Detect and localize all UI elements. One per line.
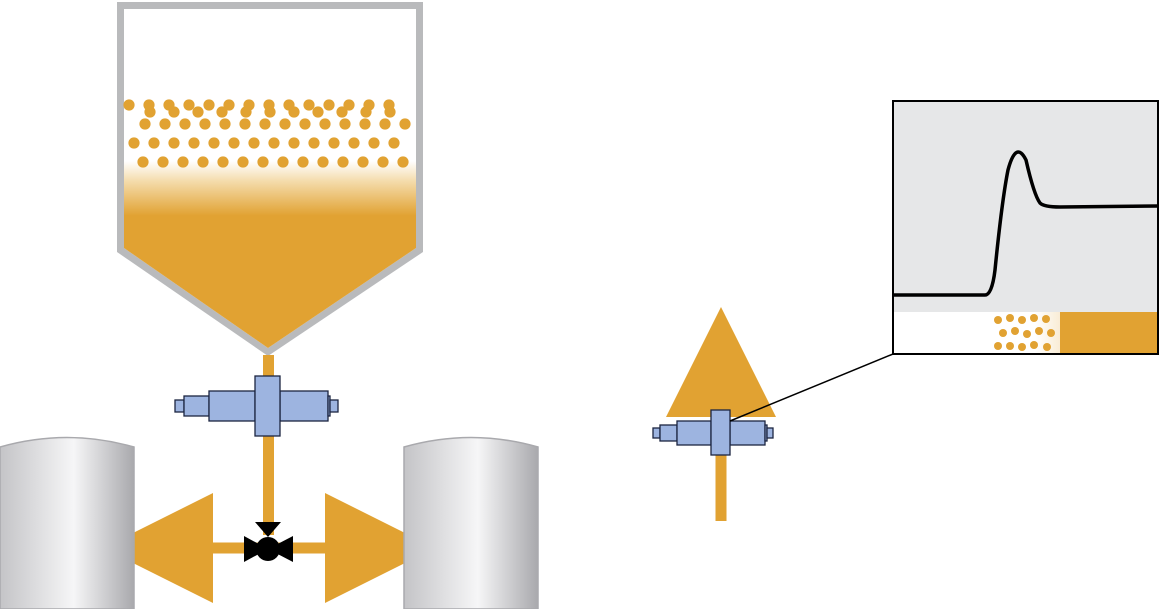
flow-sensor-icon [174,375,339,437]
hopper-particle [237,156,249,168]
hopper-particle [317,156,329,168]
chart-particle [1011,327,1019,335]
chart-particle [1030,314,1038,322]
hopper-particle [360,106,372,118]
hopper-particle [359,118,371,130]
hopper-particle [148,137,160,149]
chart-product-bar-solid [1060,312,1158,354]
hopper-particle [123,99,135,111]
hopper-particle [399,118,411,130]
hopper-particle [128,137,140,149]
hopper-particle [348,137,360,149]
hopper-particle [397,156,409,168]
hopper-particle [157,156,169,168]
chart-background [893,101,1158,354]
chart-particle [1006,342,1014,350]
chart-particle [1018,343,1026,351]
hopper-particle [144,106,156,118]
hopper-particle [137,156,149,168]
chart-particle [999,329,1007,337]
hopper-particle [239,118,251,130]
hopper-particle [257,156,269,168]
silo-icon-left [0,436,135,609]
hopper-particle [139,118,151,130]
hopper-particle [248,137,260,149]
hopper-particle [268,137,280,149]
chart-particle [994,316,1002,324]
hopper-particle [357,156,369,168]
chart-particle [1030,341,1038,349]
hopper-particle [199,118,211,130]
hopper-particle [277,156,289,168]
hopper-particle [217,156,229,168]
hopper-particle [328,137,340,149]
hopper-particles [123,99,411,168]
hopper-product [124,120,416,348]
hopper-particle [279,118,291,130]
hopper-particle [240,106,252,118]
hopper-particle [337,156,349,168]
hopper-particle [177,156,189,168]
hopper-particle [303,99,315,111]
hopper-particle [197,156,209,168]
chart-particle [1042,315,1050,323]
chart-particle [1043,343,1051,351]
hopper-particle [168,106,180,118]
hopper-particle [219,118,231,130]
hopper-particle [168,137,180,149]
leader-line [729,353,894,422]
chart-particle [1023,330,1031,338]
chart-particle [1006,314,1014,322]
flow-pipe-vertical [263,355,274,535]
chart-particles [994,314,1055,351]
chart-frame [892,100,1159,355]
hopper-particle [384,106,396,118]
signal-curve [893,150,1159,297]
chart-particle [1018,316,1026,324]
hopper-particle [179,118,191,130]
hopper-particle [339,118,351,130]
hopper-particle [288,137,300,149]
hopper-particle [188,137,200,149]
hopper-particle [312,106,324,118]
hopper-particle [264,106,276,118]
silo-icon-right [403,436,539,609]
hopper-particle [259,118,271,130]
hopper-particle [159,118,171,130]
signal-chart-icon [892,100,1159,355]
hopper-particle [223,99,235,111]
chart-particle [1047,329,1055,337]
chart-particle [994,342,1002,350]
chart-particle [1035,327,1043,335]
hopper-particle [216,106,228,118]
hopper-particle [368,137,380,149]
diverter-valve-icon [244,522,293,562]
hopper-particle [288,106,300,118]
hopper-particle [308,137,320,149]
hopper-particle [183,99,195,111]
flow-sensor-icon-right [652,409,774,456]
hopper-particle [319,118,331,130]
hopper-particle [336,106,348,118]
hopper-particle [379,118,391,130]
hopper-particle [377,156,389,168]
hopper-particle [228,137,240,149]
hopper-particle [203,99,215,111]
hopper-icon [117,2,423,356]
hopper-particle [192,106,204,118]
hopper-particle [299,118,311,130]
hopper-particle [388,137,400,149]
hopper-particle [208,137,220,149]
hopper-particle [323,99,335,111]
hopper-particle [343,99,355,111]
hopper-particle [297,156,309,168]
